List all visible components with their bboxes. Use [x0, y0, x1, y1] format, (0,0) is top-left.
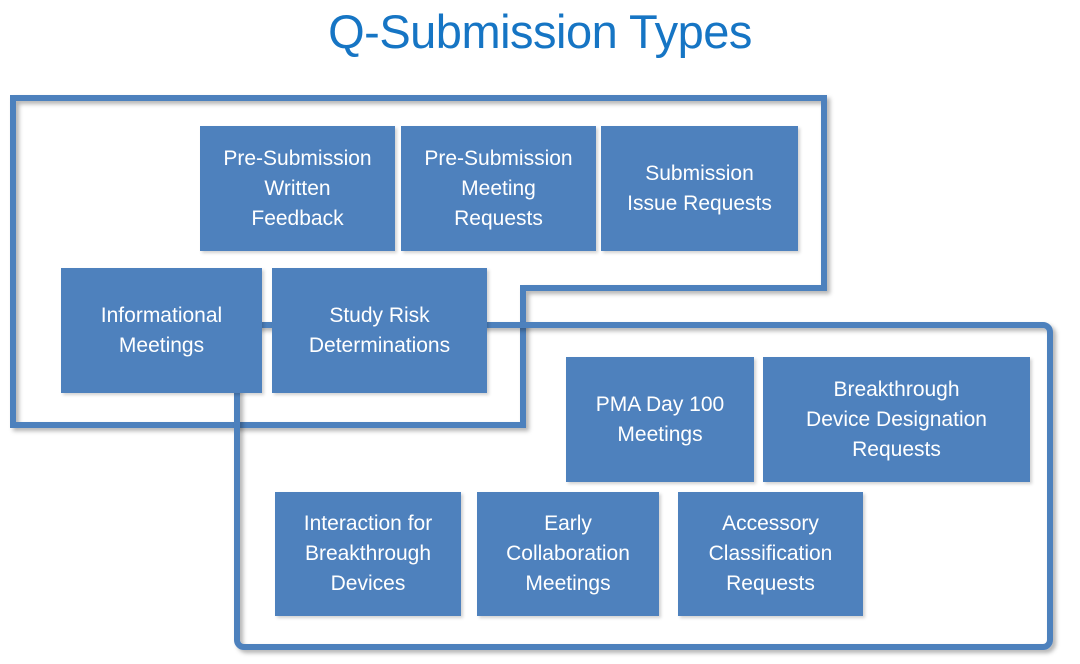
- box-accessory-classification-requests[interactable]: Accessory Classification Requests: [678, 492, 863, 616]
- box-pma-day-100-meetings[interactable]: PMA Day 100 Meetings: [566, 357, 754, 482]
- box-label: Early Collaboration Meetings: [506, 512, 630, 595]
- box-pre-submission-meeting-requests[interactable]: Pre-Submission Meeting Requests: [401, 126, 596, 251]
- box-pre-submission-written-feedback[interactable]: Pre-Submission Written Feedback: [200, 126, 395, 251]
- box-label: PMA Day 100 Meetings: [595, 392, 725, 446]
- page-title: Q-Submission Types: [328, 5, 752, 58]
- box-early-collaboration-meetings[interactable]: Early Collaboration Meetings: [477, 492, 659, 616]
- box-label: Accessory Classification Requests: [708, 512, 833, 595]
- box-label: Pre-Submission Meeting Requests: [424, 146, 573, 230]
- box-informational-meetings[interactable]: Informational Meetings: [61, 268, 262, 393]
- box-label: Pre-Submission Written Feedback: [223, 146, 372, 230]
- box-label: Breakthrough Device Designation Requests: [806, 377, 987, 461]
- box-interaction-for-breakthrough-devices[interactable]: Interaction for Breakthrough Devices: [275, 492, 461, 616]
- box-label: Interaction for Breakthrough Devices: [303, 512, 433, 595]
- box-study-risk-determinations[interactable]: Study Risk Determinations: [272, 268, 487, 393]
- box-label: Study Risk Determinations: [308, 303, 451, 357]
- box-label: Submission Issue Requests: [627, 161, 772, 215]
- box-submission-issue-requests[interactable]: Submission Issue Requests: [601, 126, 798, 251]
- box-breakthrough-device-designation-requests[interactable]: Breakthrough Device Designation Requests: [763, 357, 1030, 482]
- box-label: Informational Meetings: [100, 303, 223, 357]
